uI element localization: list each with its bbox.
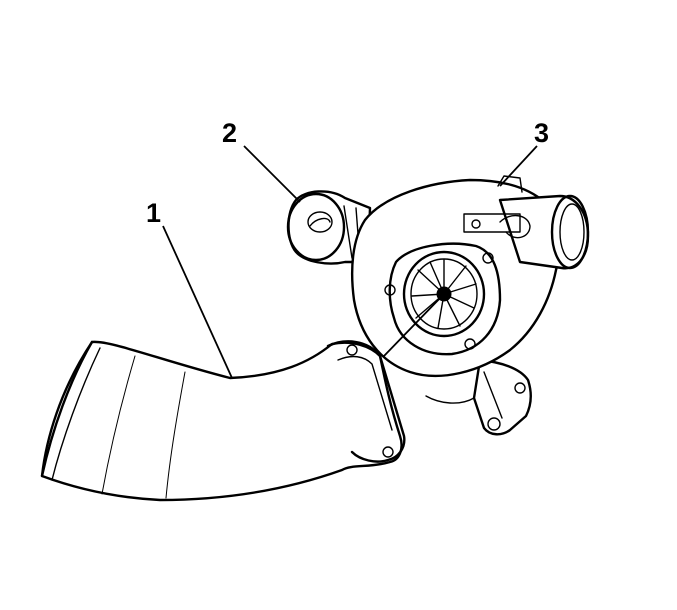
turbocharger [350, 175, 590, 436]
callout-1: 1 [146, 198, 161, 228]
intake-hose [40, 340, 406, 502]
callout-2: 2 [222, 118, 237, 148]
leader-line-hose-to-turbo [383, 293, 445, 357]
leader-line-3 [499, 145, 538, 187]
leader-line-1 [162, 225, 233, 379]
wastegate-actuator [286, 190, 372, 265]
leader-line-2 [243, 145, 301, 203]
callout-3: 3 [534, 118, 549, 148]
